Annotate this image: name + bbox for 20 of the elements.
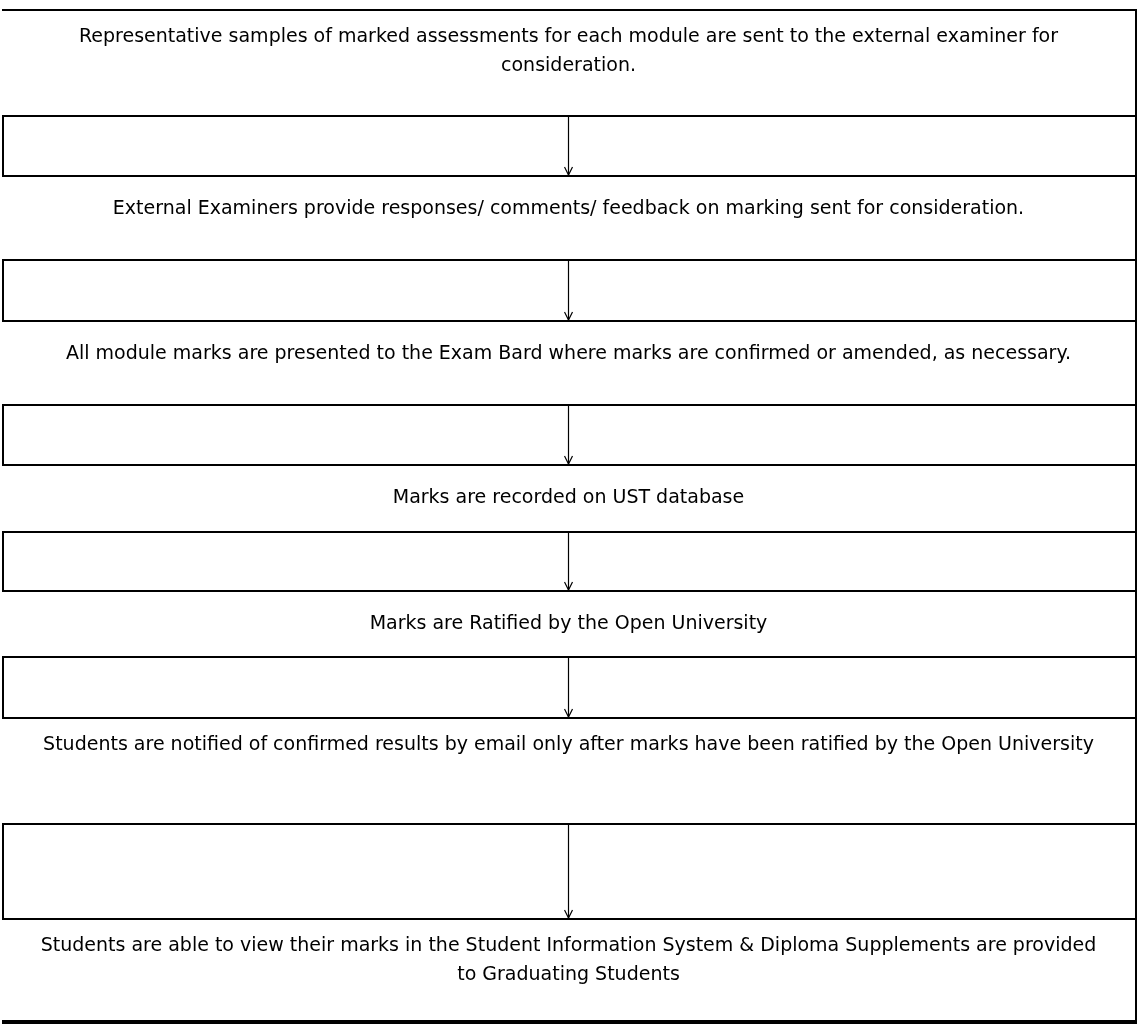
arrow bbox=[563, 116, 574, 176]
arrow bbox=[563, 532, 574, 591]
step-text: Students are able to view their marks in the Student Information System & Diploma Supplements are provided to Graduating Students bbox=[39, 932, 1098, 986]
process-step bbox=[2, 464, 1135, 533]
arrow bbox=[563, 405, 574, 465]
step-text: All module marks are presented to the Exam Bard where marks are confirmed or amended, as necessary. bbox=[66, 340, 1071, 365]
step-text: Representative samples of marked assessments for each module are sent to the external examiner for consideration. bbox=[77, 23, 1060, 77]
process-step bbox=[2, 320, 1135, 406]
step-text: External Examiners provide responses/ comments/ feedback on marking sent for consideration. bbox=[112, 195, 1025, 220]
process-step bbox=[2, 918, 1135, 1022]
process-step bbox=[2, 590, 1135, 658]
process-step bbox=[2, 175, 1135, 261]
arrow bbox=[563, 260, 574, 321]
arrow bbox=[563, 657, 574, 718]
step-text: Marks are Ratified by the Open University bbox=[369, 610, 768, 635]
process-step bbox=[2, 9, 1135, 117]
process-step bbox=[2, 717, 1135, 825]
step-text: Marks are recorded on UST database bbox=[392, 484, 745, 509]
step-text: Students are notified of confirmed results by email only after marks have been ratified by the Open University bbox=[43, 731, 1094, 756]
arrow bbox=[563, 824, 574, 919]
